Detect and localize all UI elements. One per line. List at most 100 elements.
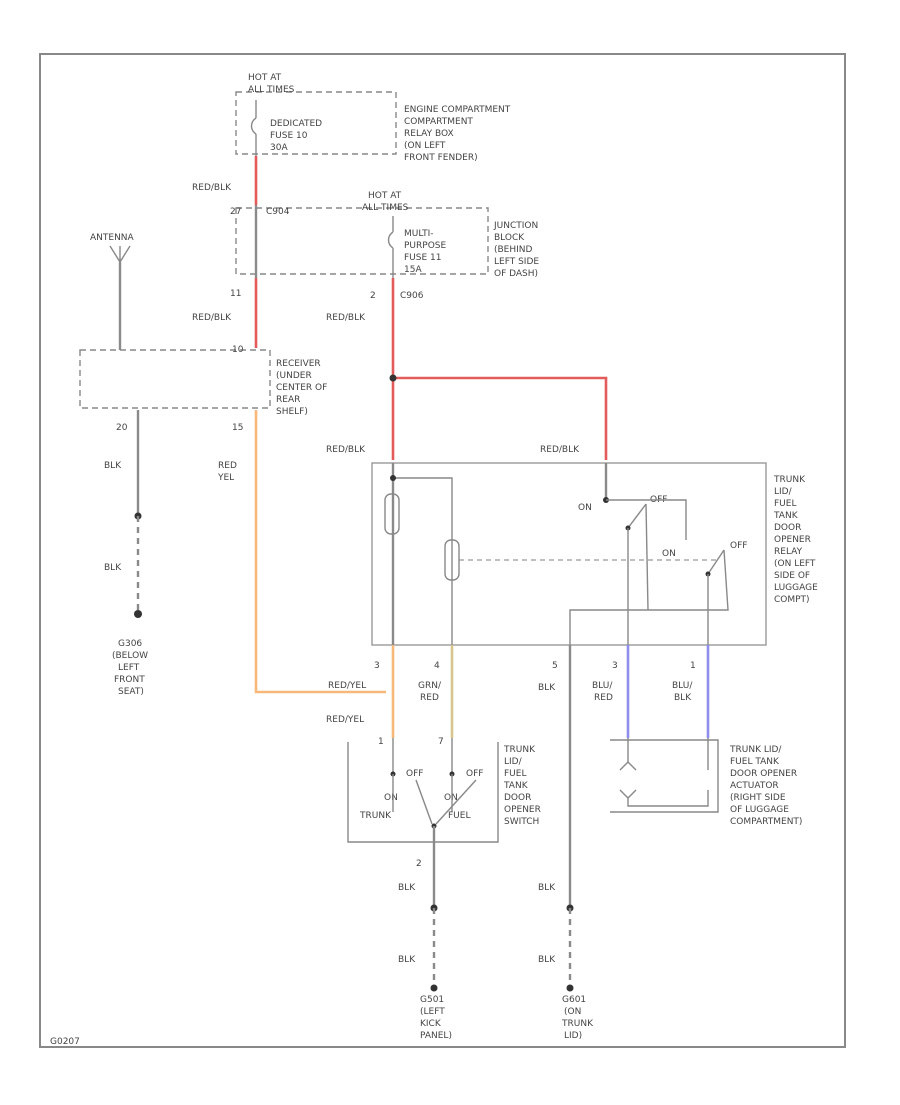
red-blk-label-e: RED/BLK [540,445,580,455]
junction-label-5: OF DASH) [494,269,538,279]
actuator-box [610,739,719,813]
red-yel-label-1: RED [218,461,237,471]
pin-27-label: 27 [230,207,241,217]
ground-left-label-2: (BELOW [112,651,148,661]
receiver-label-4: REAR [276,395,300,405]
ground-trunk-label-1: G601 [562,995,586,1005]
switch-label-5: DOOR [504,793,531,803]
blu-red-label-1: BLU/ [592,681,613,691]
actuator-label-6: OF LUGGAGE [730,805,789,815]
red-blk-label-a: RED/BLK [192,183,232,193]
ground-bottom-label-2: (LEFT [420,1007,445,1017]
ground-trunk-label-3: TRUNK [561,1019,594,1029]
pin-5-label: 5 [552,661,558,671]
pin-3a-label: 3 [374,661,380,671]
junction-label-2: BLOCK [494,233,525,243]
relay-switch-blade-2 [707,549,725,575]
grn-red-label-1: GRN/ [418,681,442,691]
ground-left-label-4: FRONT [114,675,145,685]
actuator-label-7: COMPARTMENT) [730,817,802,827]
diagram-frame [39,53,846,1048]
pin-2-label: 2 [370,291,376,301]
engine-box-label-3: RELAY BOX [404,129,454,139]
pin-4-label: 4 [434,661,440,671]
relay-label-10: LUGGAGE [774,583,818,593]
red-yel-label-3: RED/YEL [328,681,366,691]
junction-label-3: (BEHIND [494,245,533,255]
relay-coil-1 [384,493,400,535]
blu-blk-label-1: BLU/ [672,681,693,691]
on-label-2: ON [662,549,676,559]
switch-label-1: TRUNK [503,745,536,755]
hot-label-2b: ALL TIMES [362,203,409,213]
grn-red-label-2: RED [420,693,439,703]
orange-wire-receiver [254,410,386,694]
switch-label-4: TANK [503,781,529,791]
receiver-label-2: (UNDER [276,371,312,381]
blk-label-5: BLK [398,955,416,965]
multi-fuse-label-2: PURPOSE [404,241,446,251]
relay-switch-off-1 [645,503,649,611]
multi-fuse-label-3: FUSE 11 [404,253,441,263]
switch-label-3: FUEL [504,769,526,779]
blu-red-label-2: RED [594,693,613,703]
relay-label-9: SIDE OF [774,571,810,581]
ground-bottom-label-4: PANEL) [420,1031,452,1041]
red-blk-label-b: RED/BLK [192,313,232,323]
actuator-label-3: DOOR OPENER [730,769,797,779]
relay-label-2: LID/ [774,487,793,497]
engine-relay-box [235,91,397,155]
actuator-label-4: ACTUATOR [730,781,779,791]
actuator-label-2: FUEL TANK [730,757,780,767]
hot-label-1b: ALL TIMES [248,85,295,95]
relay-splice-1 [390,475,396,481]
relay-off-bus [648,549,729,611]
off-label-2: OFF [730,541,747,551]
switch-blade-trunk [415,779,433,825]
switch-label-6: OPENER [504,805,541,815]
red-blk-label-c: RED/BLK [326,313,366,323]
relay-switch-blade-1 [627,503,647,529]
ground-left-label-5: SEAT) [118,687,144,697]
reference-code: G0207 [50,1037,80,1047]
engine-box-label-5: FRONT FENDER) [404,153,478,163]
ground-left-label-1: G306 [118,639,142,649]
red-yel-label-4: RED/YEL [326,715,364,725]
dedicated-fuse-label-1: DEDICATED [270,119,322,129]
relay-label-5: DOOR [774,523,801,533]
red-yel-label-2: YEL [217,473,234,483]
antenna-label: ANTENNA [90,233,135,243]
off-label-3: OFF [406,769,423,779]
red-blk-label-d: RED/BLK [326,445,366,455]
relay-label-8: (ON LEFT [774,559,816,569]
trunk-switch-label: TRUNK [359,811,392,821]
relay-label-6: OPENER [774,535,811,545]
relay-inner-wire-coil2 [393,477,453,645]
pin-2b-label: 2 [416,859,422,869]
receiver-label-1: RECEIVER [276,359,321,369]
ground-bottom-label-1: G501 [420,995,444,1005]
pin-7-label: 7 [438,737,444,747]
connector-c906-label: C906 [400,291,424,301]
multi-fuse-label-1: MULTI- [404,229,434,239]
off-label-4: OFF [466,769,483,779]
relay-label-4: TANK [773,511,799,521]
relay-label-3: FUEL [774,499,796,509]
blk-label-2: BLK [104,563,122,573]
junction-label-1: JUNCTION [493,221,538,231]
multi-fuse-symbol [387,216,394,278]
engine-box-label-4: (ON LEFT [404,141,446,151]
blk-label-4: BLK [398,883,416,893]
blk-label-1: BLK [104,461,122,471]
pin-15-label: 15 [232,423,243,433]
on-label-4: ON [444,793,458,803]
receiver-label-5: SHELF) [276,407,308,417]
red-wire-branch [393,376,608,460]
ground-left-label-3: LEFT [118,663,140,673]
relay-ground-terminal [566,984,574,992]
relay-label-11: COMPT) [774,595,810,605]
actuator-label-1: TRUNK LID/ [729,745,782,755]
relay-label-1: TRUNK [773,475,806,485]
relay-ground-bus [569,609,648,645]
